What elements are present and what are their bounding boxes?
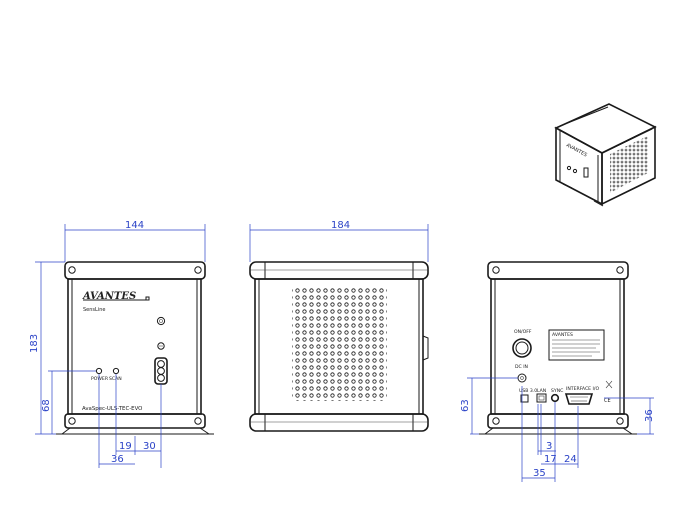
sync-label: SYNC	[551, 388, 563, 394]
dim-front-x3: 36	[111, 454, 124, 465]
usb-port	[520, 394, 529, 403]
dim-front-width: 144	[125, 220, 144, 231]
fiber-connector	[154, 357, 168, 385]
iso-brand-text: AVANTES	[565, 142, 588, 158]
back-view: AVANTES ON/OFF DC IN USB 3.0 LAN SYNC IN…	[479, 261, 637, 435]
front-view: AVANTES SensLine POWER SCAN AvaSpec-ULS-…	[56, 261, 214, 435]
lan-port	[536, 393, 547, 403]
dim-back-x3: 24	[564, 454, 577, 465]
interface-io-port	[564, 393, 594, 405]
spec-label-plate	[548, 329, 605, 361]
vent-grille	[292, 287, 387, 401]
screw-icon	[616, 417, 624, 425]
dim-front-x1: 19	[119, 441, 132, 452]
power-led-icon	[95, 367, 103, 375]
onoff-label: ON/OFF	[514, 329, 532, 335]
iso-led-icon	[572, 168, 578, 174]
ce-mark-icon: CE	[604, 398, 611, 404]
io-label: INTERFACE I/O	[566, 386, 599, 392]
front-connector-icon	[156, 316, 166, 326]
back-dimensions: 63 36 3 17 24 35	[460, 377, 655, 482]
iso-led-icon	[566, 165, 572, 171]
back-brand-text: AVANTES	[552, 332, 573, 338]
iso-port-icon	[583, 167, 589, 178]
lan-label: LAN	[537, 388, 546, 394]
dim-side-width: 184	[331, 220, 350, 231]
screw-icon	[194, 266, 202, 274]
dim-back-x1: 3	[546, 441, 552, 452]
sync-port	[550, 393, 560, 403]
screw-icon	[616, 266, 624, 274]
screw-icon	[492, 266, 500, 274]
dim-front-x2: 30	[143, 441, 156, 452]
scan-label: SCAN	[109, 376, 122, 382]
side-dimensions: 184	[249, 220, 429, 262]
dim-front-port-height: 68	[41, 399, 52, 412]
front-trigger-icon	[157, 342, 165, 350]
dim-back-x2: 17	[544, 454, 557, 465]
dcin-connector	[517, 373, 527, 383]
dim-back-x4: 35	[533, 468, 546, 479]
side-view	[249, 261, 429, 432]
front-dimensions: 144 183 68 19 30 36	[29, 220, 206, 468]
front-indicator-icon	[145, 296, 150, 301]
power-label: POWER	[91, 376, 109, 382]
scan-led-icon	[112, 367, 120, 375]
dim-back-height: 63	[460, 399, 471, 412]
screw-icon	[68, 417, 76, 425]
dim-back-right: 36	[644, 409, 655, 422]
isometric-view: AVANTES	[554, 103, 657, 207]
front-model-text: AvaSpec-ULS-TEC-EVO	[82, 406, 142, 412]
screw-icon	[68, 266, 76, 274]
screw-icon	[492, 417, 500, 425]
power-switch	[512, 338, 532, 358]
front-subtitle: SensLine	[83, 307, 105, 313]
usb-label: USB 3.0	[519, 388, 537, 394]
screw-icon	[194, 417, 202, 425]
dcin-label: DC IN	[515, 364, 528, 370]
weee-icon	[605, 380, 613, 389]
front-brand-logo: AVANTES	[82, 291, 136, 302]
dim-front-height: 183	[29, 334, 40, 353]
